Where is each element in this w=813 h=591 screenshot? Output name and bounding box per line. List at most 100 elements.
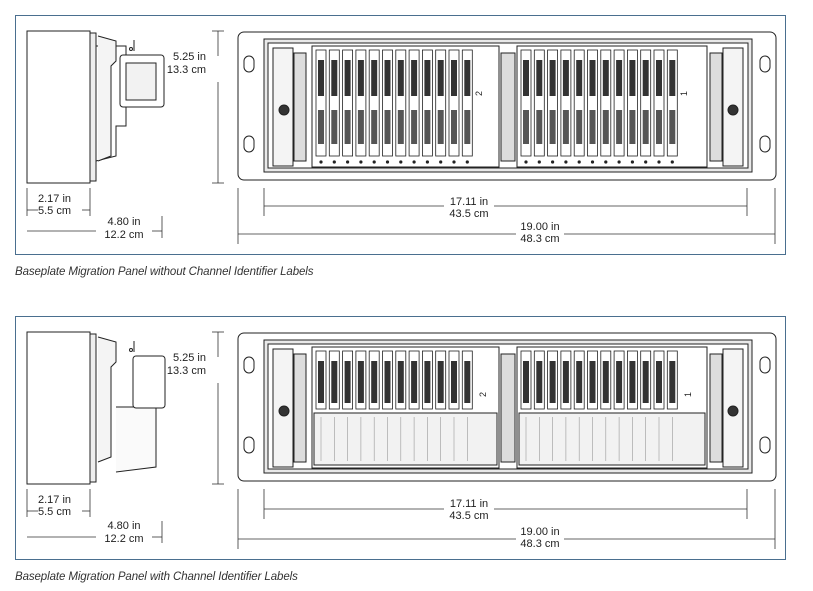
module-slot xyxy=(533,49,545,157)
module-latch xyxy=(464,361,471,403)
section-number-left: 2 xyxy=(478,392,488,397)
module-latch xyxy=(437,60,444,96)
module-latch xyxy=(523,361,529,403)
module-latch xyxy=(437,110,444,144)
module-latch xyxy=(642,361,649,403)
module-slot xyxy=(587,49,598,157)
module-latch xyxy=(411,60,418,96)
module-slot xyxy=(573,49,585,157)
module-latch xyxy=(616,60,623,96)
inner-width-in: 17.11 in xyxy=(450,498,488,510)
side-view xyxy=(26,331,166,485)
terminal-screw xyxy=(604,160,608,164)
depth1-dimension-in: 2.17 in xyxy=(38,494,71,506)
panel-drawing-with-labels: 5.25 in 13.3 cm 2.17 in 5.5 cm 4.80 in 1… xyxy=(26,331,777,550)
outer-width-in: 19.00 in xyxy=(520,526,559,538)
module-latch xyxy=(523,60,529,96)
module-latch xyxy=(589,60,596,96)
module-latch xyxy=(629,60,636,96)
module-slot xyxy=(382,49,393,157)
module-latch xyxy=(562,361,569,403)
module-slot xyxy=(560,49,572,157)
module-slot xyxy=(315,49,327,157)
module-latch xyxy=(669,361,676,403)
module-slot xyxy=(395,49,407,157)
terminal-screw xyxy=(346,160,350,164)
module-slots-with-labels xyxy=(315,350,678,461)
module-slot xyxy=(666,49,678,157)
terminal-screw xyxy=(590,160,595,164)
module-latch xyxy=(464,110,471,144)
terminal-screw xyxy=(564,160,568,164)
module-latch xyxy=(576,361,583,403)
module-slot xyxy=(435,49,447,157)
module-latch xyxy=(576,60,583,96)
height-dimension-cm: 13.3 cm xyxy=(167,64,206,76)
section-number-left: 2 xyxy=(474,91,484,96)
module-slot xyxy=(328,49,340,157)
depth2-dimension-cm: 12.2 cm xyxy=(104,229,143,241)
terminal-screw xyxy=(465,160,469,164)
outer-width-cm: 48.3 cm xyxy=(520,538,559,550)
terminal-screw xyxy=(412,160,416,164)
front-dimension-lines xyxy=(237,188,776,244)
module-latch xyxy=(549,60,556,96)
terminal-screw xyxy=(332,160,336,164)
module-slot xyxy=(368,49,380,157)
depth2-dimension-in: 4.80 in xyxy=(107,216,140,228)
module-latch xyxy=(576,110,583,144)
terminal-screw xyxy=(385,160,390,164)
module-slot xyxy=(653,49,665,157)
terminal-screw xyxy=(359,160,363,164)
terminal-screw xyxy=(439,160,443,164)
depth1-dimension-cm: 5.5 cm xyxy=(38,205,71,217)
module-slot xyxy=(547,49,558,157)
module-latch xyxy=(669,60,676,96)
module-latch xyxy=(616,361,623,403)
module-slot xyxy=(627,49,638,157)
terminal-screw xyxy=(524,160,528,164)
module-latch xyxy=(424,361,431,403)
terminal-screw xyxy=(630,160,635,164)
module-latch xyxy=(357,110,364,144)
module-latch xyxy=(318,110,324,144)
inner-width-cm: 43.5 cm xyxy=(449,510,488,522)
diagram-frame-without-labels: 5.25 in 13.3 cm 2.17 in 5.5 cm 4.80 in 1… xyxy=(15,15,786,255)
module-latch xyxy=(642,60,649,96)
module-latch xyxy=(562,60,569,96)
height-dimension-cm: 13.3 cm xyxy=(167,365,206,377)
module-slot xyxy=(520,49,532,157)
module-latch xyxy=(616,110,623,144)
outer-width-cm: 48.3 cm xyxy=(520,233,559,245)
side-dimension-lines xyxy=(26,331,224,543)
module-latch xyxy=(371,110,378,144)
inner-width-in: 17.11 in xyxy=(450,196,488,208)
depth2-dimension-in: 4.80 in xyxy=(107,520,140,532)
depth1-dimension-cm: 5.5 cm xyxy=(38,506,71,518)
diagram-frame-with-labels: 5.25 in 13.3 cm 2.17 in 5.5 cm 4.80 in 1… xyxy=(15,316,786,560)
section-number-right: 1 xyxy=(679,91,689,96)
terminal-screw xyxy=(551,160,555,164)
module-latch xyxy=(397,110,404,144)
height-dimension-in: 5.25 in xyxy=(173,51,206,63)
caption-without-labels: Baseplate Migration Panel without Channe… xyxy=(15,266,314,278)
module-latch xyxy=(669,110,676,144)
depth1-dimension-in: 2.17 in xyxy=(38,193,71,205)
module-latch xyxy=(411,110,418,144)
module-latch xyxy=(371,361,378,403)
module-latch xyxy=(549,361,556,403)
module-latch xyxy=(451,361,457,403)
outer-width-in: 19.00 in xyxy=(520,221,559,233)
side-view xyxy=(26,30,165,184)
inner-width-cm: 43.5 cm xyxy=(449,208,488,220)
module-latch xyxy=(602,60,609,96)
module-slot xyxy=(421,49,433,157)
module-latch xyxy=(642,110,649,144)
module-slot xyxy=(640,49,652,157)
terminal-screw xyxy=(577,160,581,164)
module-latch xyxy=(464,60,471,96)
module-latch xyxy=(411,361,418,403)
panel-drawing-without-labels: 5.25 in 13.3 cm 2.17 in 5.5 cm 4.80 in 1… xyxy=(26,30,777,245)
module-latch xyxy=(589,361,596,403)
module-latch xyxy=(549,110,556,144)
